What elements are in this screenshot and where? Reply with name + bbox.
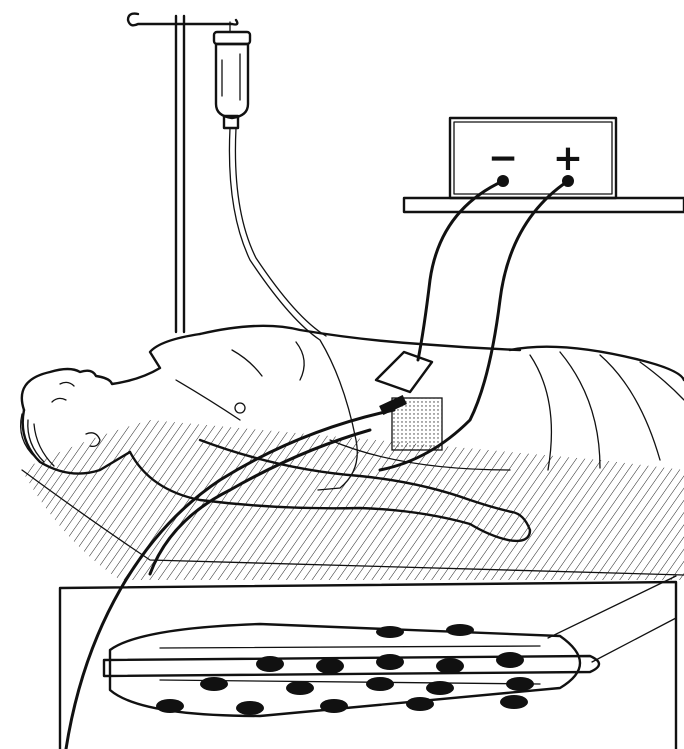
bed-surface xyxy=(22,420,684,580)
inset-panel xyxy=(60,576,676,749)
iv-bag xyxy=(214,22,250,128)
chest-electrode xyxy=(376,352,442,450)
iv-stand xyxy=(128,14,237,332)
power-supply xyxy=(404,118,684,212)
negative-lead xyxy=(418,181,503,360)
positive-terminal-label: + xyxy=(553,138,583,179)
blanket xyxy=(510,347,684,470)
negative-terminal-label: − xyxy=(488,138,518,179)
